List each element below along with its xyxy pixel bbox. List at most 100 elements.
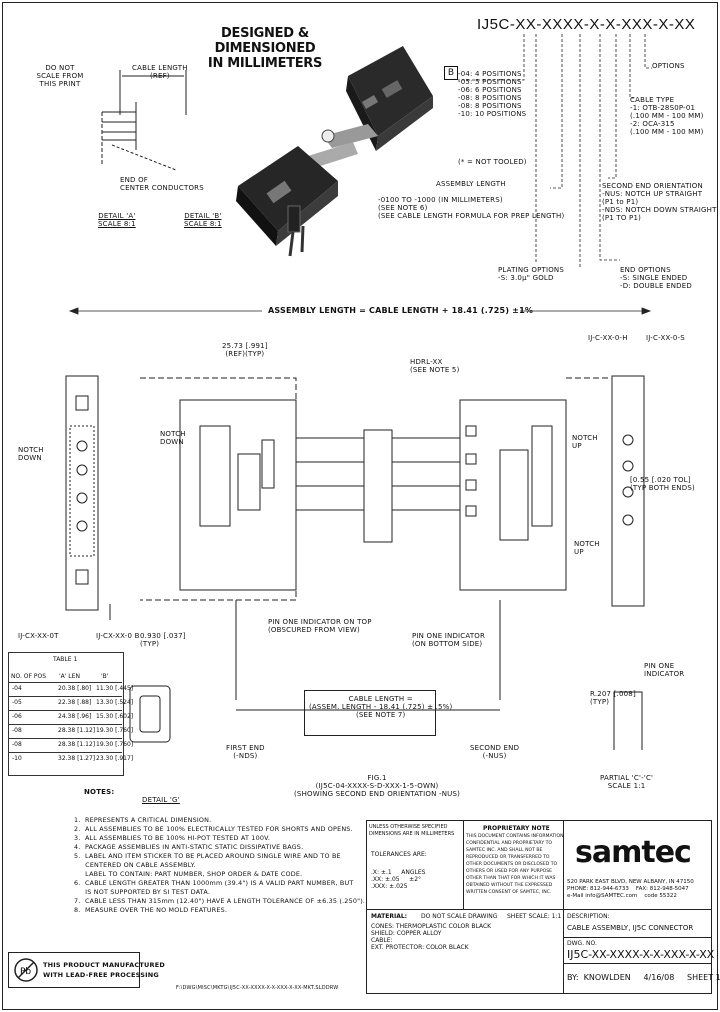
table-row: -05 22.38 [.88] 13.30 [.524] [8, 696, 133, 709]
dwg-no-head: DWG. NO. [567, 940, 597, 947]
right-connector-label-1: IJ-C-XX-0-H [588, 334, 628, 342]
ordering-assembly-length-head: ASSEMBLY LENGTH [436, 180, 506, 188]
right-connector-label-2: IJ-C-XX-0-S [646, 334, 685, 342]
first-end-label: FIRST END (-NDS) [226, 744, 265, 760]
table-row: -04 20.38 [.80] 11.30 [.445] [8, 682, 133, 695]
ordering-second-end: SECOND END ORIENTATION -NUS: NOTCH UP ST… [602, 182, 717, 222]
file-path: F:\DWG\MISC\MKTG\IJ5C-XX-XXXX-X-X-XXX-X-… [176, 985, 339, 991]
description-text: CABLE ASSEMBLY, IJ5C CONNECTOR [567, 924, 694, 932]
title-block-divider-h1 [367, 909, 711, 910]
title-block-divider-v [563, 821, 564, 909]
table-cell: -08 [12, 741, 22, 748]
cable-length-formula: CABLE LENGTH = (ASSEM. LENGTH - 18.41 (.… [309, 695, 453, 719]
ordering-not-tooled: (* = NOT TOOLED) [458, 158, 527, 166]
detail-b-label: DETAIL 'B' SCALE 8:1 [184, 212, 222, 228]
samtec-logo: samtec [575, 835, 692, 870]
assembly-length-equation: ASSEMBLY LENGTH = CABLE LENGTH + 18.41 (… [268, 306, 534, 315]
notch-up-label-right: NOTCH UP [574, 540, 600, 556]
pin-one-top-label: PIN ONE INDICATOR ON TOP (OBSCURED FROM … [268, 618, 372, 634]
table-cell: 20.38 [.80] [58, 685, 92, 692]
ordering-options: OPTIONS [652, 62, 685, 70]
typ-both-ends-label: [0.55 [.020 TOL] (TYP BOTH ENDS) [630, 476, 695, 492]
detail-a-label: DETAIL 'A' SCALE 8:1 [98, 212, 136, 228]
drawn-by: BY: KNOWLDEN 4/16/08 SHEET 1 OF 4 [567, 973, 720, 982]
revision-badge: B [444, 66, 458, 80]
sheet-scale: SHEET SCALE: 1:1 [507, 913, 562, 920]
end-of-center-conductors-label: END OF CENTER CONDUCTORS [120, 176, 204, 192]
table-cell: 13.30 [.524] [96, 699, 134, 706]
proprietary-note-head: PROPRIETARY NOTE [483, 825, 550, 832]
notes-body: 1. REPRESENTS A CRITICAL DIMENSION. 2. A… [74, 816, 366, 914]
fig1-caption: FIG.1 (IJ5C-04-XXXX-S-D-XXX-1-5-OWN) (SH… [294, 774, 461, 798]
ordering-cable-type: CABLE TYPE -1: OTB-28S0P-01 (.100 MM - 1… [630, 96, 704, 136]
table-cell: 24.38 [.96] [58, 713, 92, 720]
table-cell: -05 [12, 699, 22, 706]
title-block-divider-h3 [563, 963, 711, 964]
hdrl-label: HDRL-XX (SEE NOTE 5) [410, 358, 460, 374]
notch-down-label-left: NOTCH DOWN [18, 446, 44, 462]
table-cell: 23.30 [.917] [96, 755, 134, 762]
left-connector-label-bottom: IJ-CX-XX-0 B [96, 632, 140, 640]
table-1-head-a: 'A' LEN [59, 673, 80, 680]
left-connector-label-top: IJ-CX-XX-0T [18, 632, 59, 640]
ordering-assembly-length-body: -0100 TO -1000 (IN MILLIMETERS) (SEE NOT… [378, 196, 565, 220]
ordering-positions: -04: 4 POSITIONS -05: 5 POSITIONS -06: 6… [458, 70, 527, 118]
ordering-plating: PLATING OPTIONS -S: 3.0µ" GOLD [498, 266, 565, 282]
tolerances-values: .X: ±.1 ANGLES .XX: ±.05 ±2° .XXX: ±.025 [371, 869, 426, 890]
table-cell: 11.30 [.445] [96, 685, 134, 692]
description-head: DESCRIPTION: [567, 913, 610, 920]
lead-free-line1: THIS PRODUCT MANUFACTURED [43, 961, 165, 969]
typ-dim-label: 0.930 [.037] (TYP) [140, 632, 186, 648]
headline-line1: DESIGNED & DIMENSIONED [214, 26, 316, 56]
table-cell: 32.38 [1.27] [58, 755, 96, 762]
table-1-title: TABLE 1 [53, 656, 78, 663]
lead-free-line2: WITH LEAD-FREE PROCESSING [43, 971, 159, 979]
cable-length-formula-box: CABLE LENGTH = (ASSEM. LENGTH - 18.41 (.… [304, 690, 452, 736]
table-cell: 22.38 [.88] [58, 699, 92, 706]
connector-3d-render [236, 46, 433, 257]
lead-free-box: Pb THIS PRODUCT MANUFACTURED WITH LEAD-F… [8, 952, 165, 988]
partial-cc-label: PARTIAL 'C'-'C' SCALE 1:1 [600, 774, 654, 790]
table-cell: -04 [12, 685, 22, 692]
drawing-headline: DESIGNED & DIMENSIONED IN MILLIMETERS [170, 26, 360, 71]
title-block: UNLESS OTHERWISE SPECIFIED DIMENSIONS AR… [366, 820, 720, 994]
table-cell: 15.30 [.602] [96, 713, 134, 720]
title-block-divider-v2 [563, 909, 564, 993]
unless-otherwise: UNLESS OTHERWISE SPECIFIED DIMENSIONS AR… [369, 824, 455, 837]
table-cell: 19.30 [.760] [96, 727, 134, 734]
pin-one-partial-label: PIN ONE INDICATOR [644, 662, 685, 678]
pin-one-bottom-label: PIN ONE INDICATOR (ON BOTTOM SIDE) [412, 632, 486, 648]
table-row: -10 32.38 [1.27]23.30 [.917] [8, 752, 133, 765]
tolerances-label: TOLERANCES ARE: [371, 851, 427, 858]
title-block-divider-v3 [463, 821, 464, 909]
part-number-template: IJ5C-XX-XXXX-X-X-XXX-X-XX [477, 16, 696, 33]
dim-r-label: R.207 [.008] (TYP) [590, 690, 636, 706]
svg-text:Pb: Pb [20, 967, 31, 977]
notch-down-label: NOTCH DOWN [160, 430, 186, 446]
company-address: 520 PARK EAST BLVD, NEW ALBANY, IN 47150… [567, 879, 694, 899]
table-1-head-pos: NO. OF POS [11, 673, 47, 680]
do-not-scale-drawing: DO NOT SCALE DRAWING [421, 913, 498, 920]
table-cell: -06 [12, 713, 22, 720]
title-block-divider-h2 [563, 937, 711, 938]
second-end-label: SECOND END (-NUS) [470, 744, 520, 760]
assembly-dimension-line [68, 307, 652, 315]
lead-free-icon: Pb [14, 958, 38, 982]
table-cell: 19.30 [.760] [96, 741, 134, 748]
notch-up-label: NOTCH UP [572, 434, 598, 450]
proprietary-note: THIS DOCUMENT CONTAINS INFORMATION CONFI… [466, 834, 564, 895]
dim-ref-label: 25.73 [.991] (REF)(TYP) [222, 342, 268, 358]
table-cell: -10 [12, 755, 22, 762]
fig1-main-drawing [65, 375, 645, 750]
table-1-head-b: 'B' [101, 673, 109, 680]
ordering-leader-lines [458, 34, 652, 268]
detail-a-drawing [101, 70, 187, 171]
table-row: -06 24.38 [.96] 15.30 [.602] [8, 710, 133, 723]
table-1: TABLE 1 NO. OF POS 'A' LEN 'B' [8, 652, 124, 776]
table-cell: -08 [12, 727, 22, 734]
dwg-no: IJ5C-XX-XXXX-X-X-XXX-X-XX [567, 948, 715, 961]
